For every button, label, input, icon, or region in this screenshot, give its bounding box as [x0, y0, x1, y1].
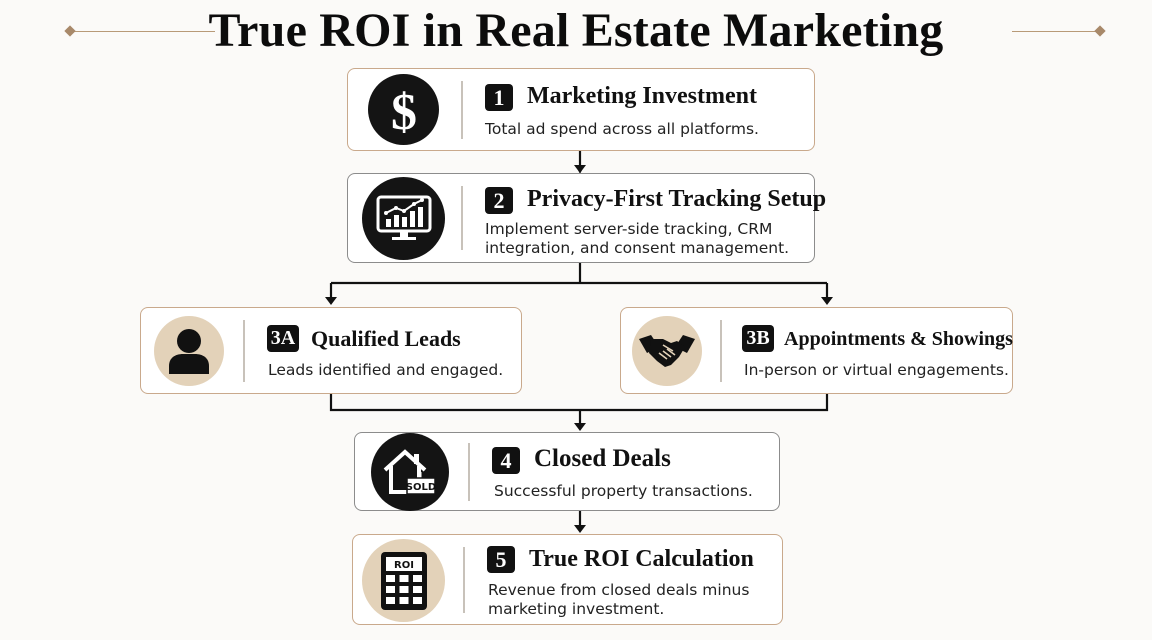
page-title: True ROI in Real Estate Marketing — [208, 4, 944, 57]
card-divider — [461, 81, 463, 139]
card-divider — [243, 320, 245, 382]
step-desc-1: Total ad spend across all platforms. — [485, 120, 759, 138]
calculator-icon: ROI — [362, 539, 445, 622]
arrow-head-3a — [325, 297, 337, 305]
step-title-3a: Qualified Leads — [311, 326, 461, 351]
step-title-4: Closed Deals — [534, 445, 671, 472]
step-badge-1: 1 — [485, 84, 513, 111]
step-card-4: SOLD 4 Closed Deals Successful property … — [354, 432, 780, 511]
step-badge-4: 4 — [492, 447, 520, 474]
arrow-head-3b — [821, 297, 833, 305]
card-divider — [461, 186, 463, 250]
dollar-icon: $ — [368, 74, 439, 145]
step-badge-3b: 3B — [742, 325, 774, 352]
svg-text:$: $ — [391, 84, 417, 136]
arrow-head-5 — [574, 525, 586, 533]
step-badge-3a: 3A — [267, 325, 299, 352]
card-divider — [720, 320, 722, 382]
step-badge-5: 5 — [487, 546, 515, 573]
calculator-screen-text: ROI — [394, 560, 414, 571]
step-card-3b: 3B Appointments & Showings In-person or … — [620, 307, 1013, 394]
card-divider — [468, 443, 470, 501]
title-rule-right — [1012, 31, 1100, 32]
step-desc-4: Successful property transactions. — [494, 482, 753, 500]
card-divider — [463, 547, 465, 613]
analytics-monitor-icon — [362, 177, 445, 260]
step-desc-2-line-2: integration, and consent management. — [485, 239, 790, 257]
step-title-1: Marketing Investment — [527, 83, 757, 109]
step-title-2: Privacy-First Tracking Setup — [527, 186, 827, 212]
step-title-3b: Appointments & Showings — [784, 328, 1013, 350]
split-connector — [329, 263, 829, 302]
step-desc-2-line-1: Implement server-side tracking, CRM — [485, 220, 773, 238]
step-desc-5-line-2: marketing investment. — [488, 600, 665, 618]
step-desc-3a: Leads identified and engaged. — [268, 361, 504, 379]
person-icon — [154, 316, 224, 386]
step-card-5: ROI 5 True ROI Calculation Revenue from … — [352, 534, 783, 625]
step-card-2: 2 Privacy-First Tracking Setup Implement… — [347, 173, 826, 263]
title-rule-left — [70, 31, 215, 32]
sold-sign-text: SOLD — [406, 482, 436, 493]
step-title-5: True ROI Calculation — [529, 546, 754, 572]
arrow-head-4 — [574, 423, 586, 431]
handshake-icon — [632, 316, 702, 386]
step-desc-5-line-1: Revenue from closed deals minus — [488, 581, 750, 599]
step-card-1: $ 1 Marketing Investment Total ad spend … — [347, 68, 815, 151]
merge-connector — [329, 394, 829, 428]
step-card-3a: 3A Qualified Leads Leads identified and … — [140, 307, 522, 394]
step-badge-2: 2 — [485, 187, 513, 214]
step-desc-3b: In-person or virtual engagements. — [744, 361, 1009, 379]
house-sold-icon: SOLD — [371, 433, 449, 511]
arrow-head-2 — [574, 165, 586, 173]
